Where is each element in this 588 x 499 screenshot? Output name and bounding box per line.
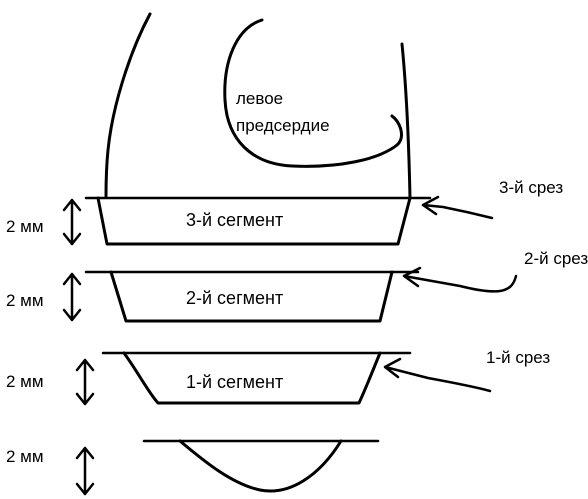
segment-3-label: 3-й сегмент	[186, 210, 283, 230]
thickness-arrow-3	[77, 360, 93, 404]
cut-1-label: 1-й срез	[486, 348, 550, 367]
thickness-label-3: 2 мм	[6, 372, 44, 391]
cut-2-label: 2-й срез	[524, 249, 588, 268]
cut-1-arrow	[385, 359, 490, 391]
cut-3-arrow	[423, 197, 492, 218]
apex-outline	[180, 441, 341, 491]
atrium-label-line-2: предсердие	[236, 116, 330, 135]
thickness-label-4: 2 мм	[6, 447, 44, 466]
thickness-arrow-2	[64, 274, 80, 320]
cut-2-arrow	[404, 268, 516, 291]
segment-1-label: 1-й сегмент	[186, 372, 283, 392]
atrium-label-line-1: левое	[236, 89, 283, 108]
thickness-arrow-1	[64, 200, 80, 244]
heart-outline-right	[402, 44, 410, 198]
thickness-arrow-4	[77, 448, 93, 494]
thickness-label-1: 2 мм	[6, 217, 44, 236]
heart-outline-left	[106, 14, 150, 196]
thickness-label-2: 2 мм	[6, 291, 44, 310]
cut-3-label: 3-й срез	[499, 178, 563, 197]
segment-2-label: 2-й сегмент	[186, 288, 283, 308]
